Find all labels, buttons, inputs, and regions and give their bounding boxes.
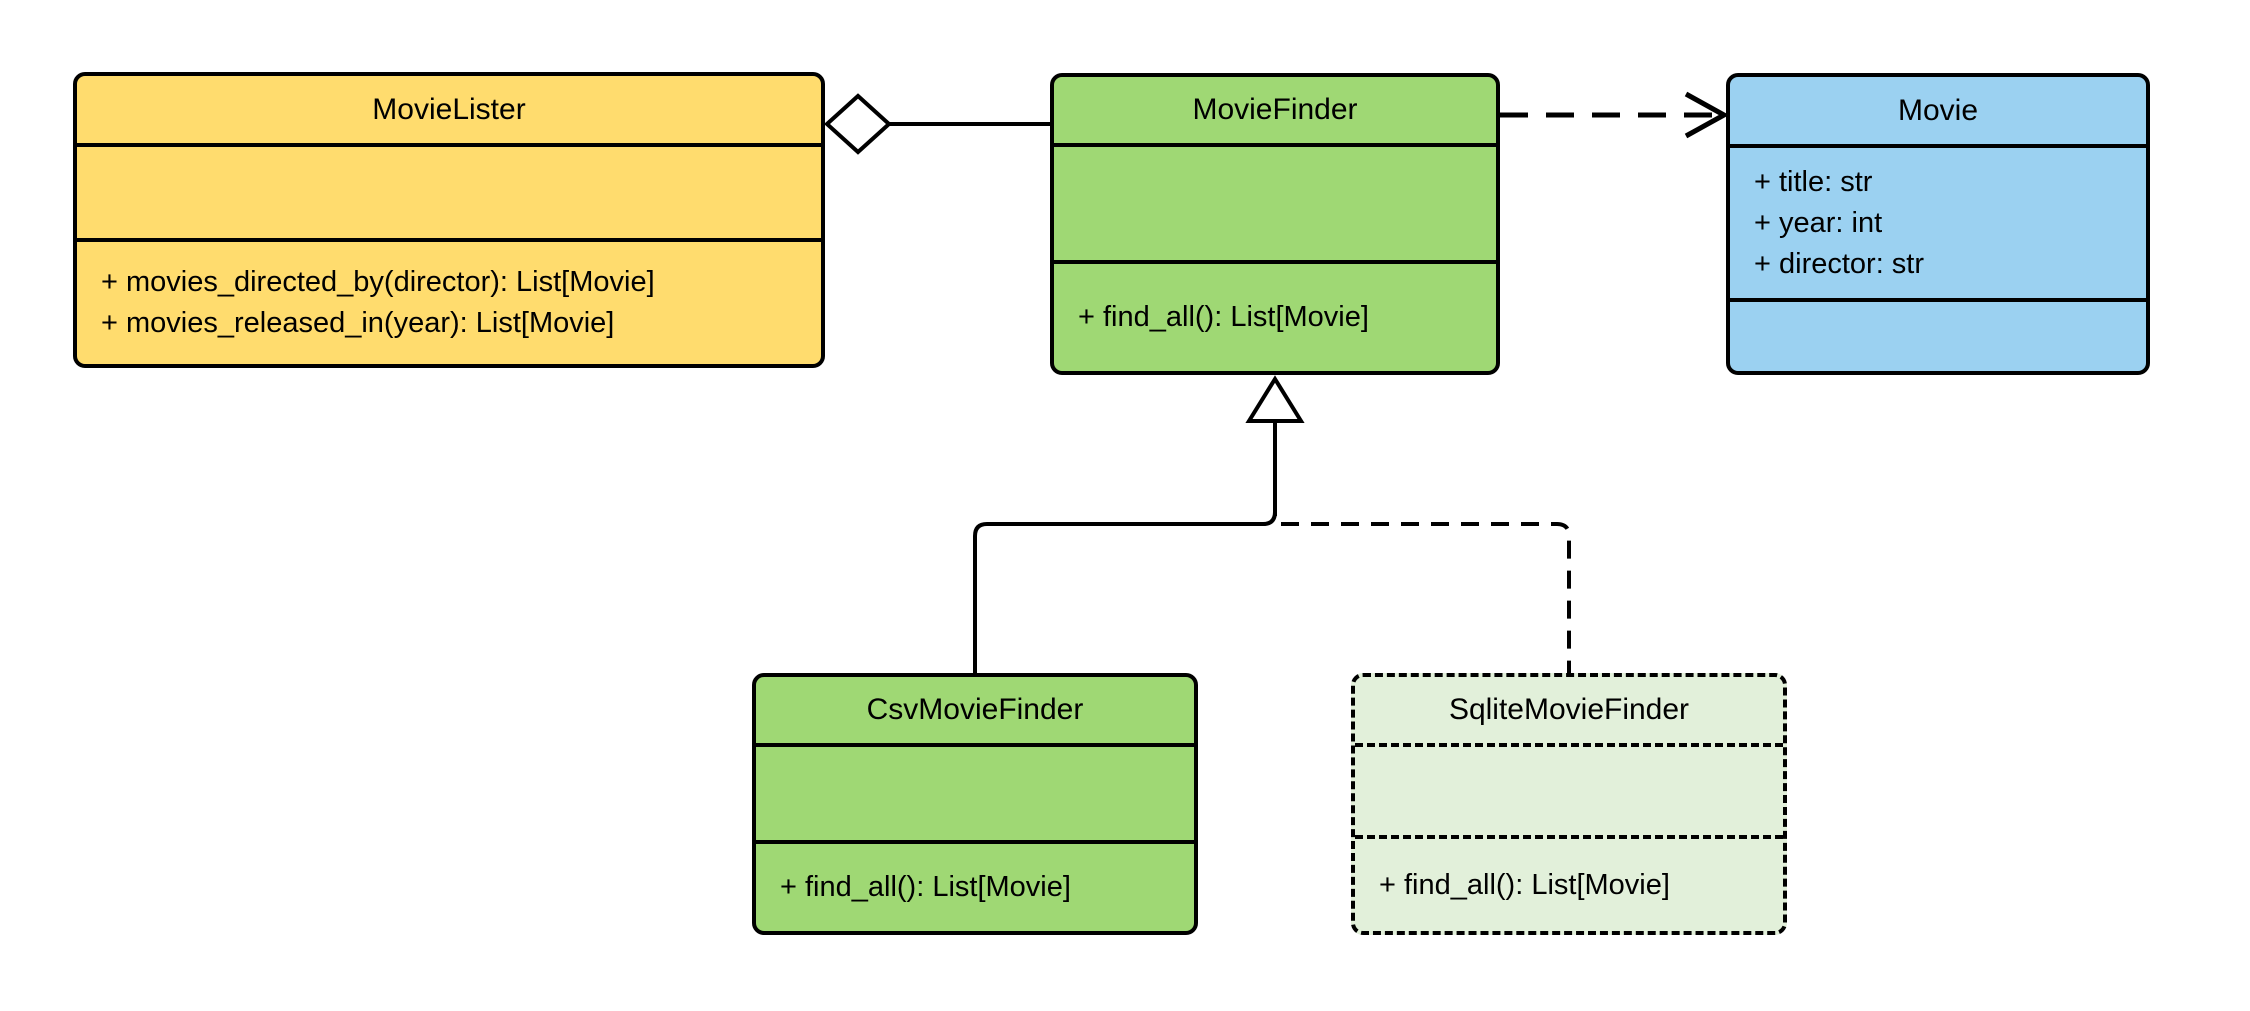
class-box-movielister: MovieLister + movies_directed_by(directo… — [73, 72, 825, 368]
class-compartment-methods: + find_all(): List[Movie] — [1355, 835, 1783, 931]
method-label: + movies_released_in(year): List[Movie] — [101, 307, 615, 339]
attribute-label: + title: str — [1754, 165, 1873, 198]
class-box-csvmoviefinder: CsvMovieFinder + find_all(): List[Movie] — [752, 673, 1198, 935]
inheritance-triangle-icon — [1245, 375, 1305, 423]
aggregation-diamond-icon — [824, 93, 892, 155]
inheritance-connector — [973, 375, 1571, 673]
class-compartment-methods — [1730, 298, 2146, 371]
inheritance-branch-sqlite — [1281, 522, 1571, 673]
attribute-label: + director: str — [1754, 247, 1925, 280]
attribute-label: + year: int — [1754, 206, 1883, 239]
open-arrowhead-icon — [1684, 91, 1730, 139]
class-compartment-attributes: + title: str + year: int + director: str — [1730, 144, 2146, 298]
class-title: SqliteMovieFinder — [1448, 693, 1690, 726]
dependency-arrow — [1500, 91, 1730, 139]
class-compartment-attributes — [1355, 743, 1783, 835]
method-label: + movies_directed_by(director): List[Mov… — [101, 266, 655, 298]
method-label: + find_all(): List[Movie] — [1379, 868, 1670, 901]
class-box-sqlitemoviefinder: SqliteMovieFinder + find_all(): List[Mov… — [1351, 673, 1787, 935]
method-label: + find_all(): List[Movie] — [780, 871, 1071, 903]
class-compartment-attributes — [77, 143, 821, 238]
class-compartment-methods: + find_all(): List[Movie] — [756, 840, 1194, 931]
aggregation-connector — [824, 93, 1050, 155]
class-compartment-attributes — [756, 743, 1194, 840]
method-label: + find_all(): List[Movie] — [1078, 301, 1369, 333]
class-compartment-attributes — [1054, 143, 1496, 260]
class-title: MovieFinder — [1192, 93, 1358, 126]
class-compartment-methods: + movies_directed_by(director): List[Mov… — [77, 238, 821, 364]
class-box-moviefinder: MovieFinder + find_all(): List[Movie] — [1050, 73, 1500, 375]
class-compartment-methods: + find_all(): List[Movie] — [1054, 260, 1496, 371]
class-title: CsvMovieFinder — [866, 693, 1084, 726]
inheritance-branch-csv — [973, 511, 1277, 673]
class-title: MovieLister — [372, 92, 526, 126]
class-box-movie: Movie + title: str + year: int + directo… — [1726, 73, 2150, 375]
class-title: Movie — [1897, 93, 1979, 127]
